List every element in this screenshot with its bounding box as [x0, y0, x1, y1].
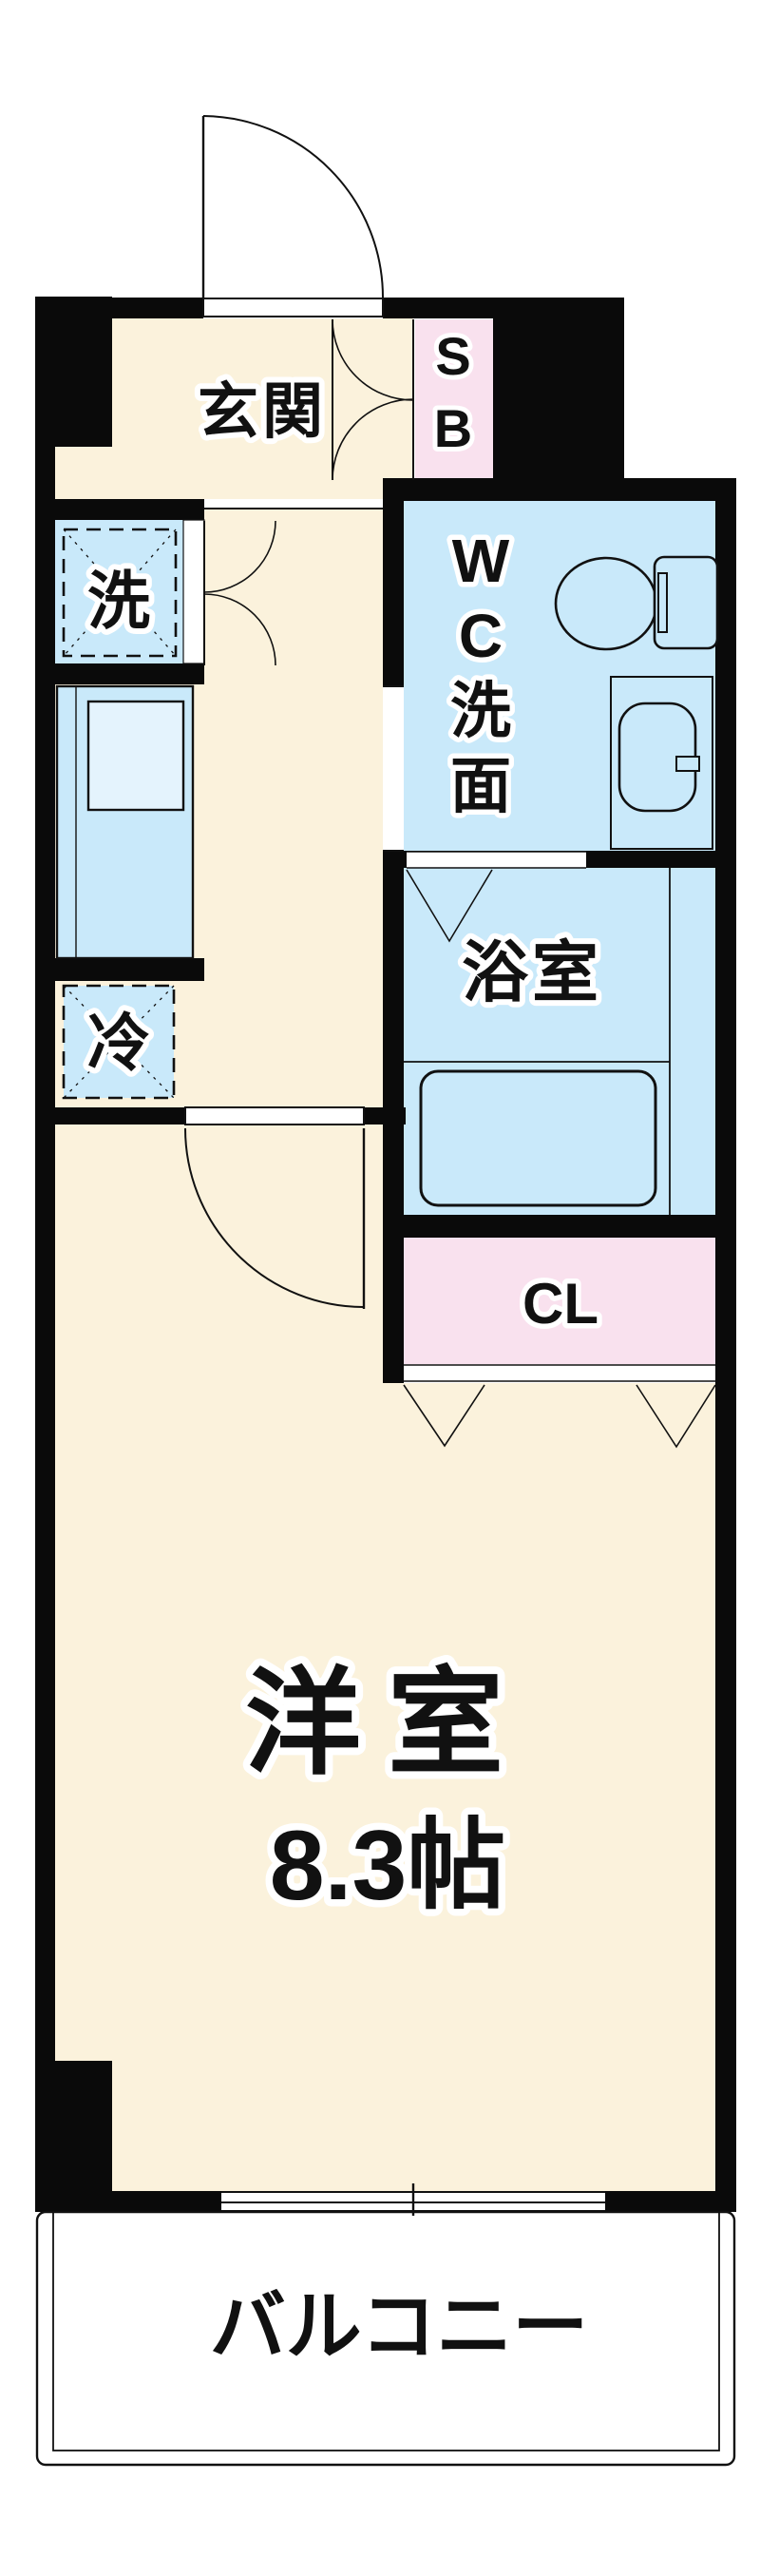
- main-room-size-label: 8.3帖: [270, 1811, 506, 1921]
- wall-bottom-left-block: [35, 2061, 112, 2212]
- closet-floor: [404, 1238, 715, 1364]
- entrance-floor: [112, 318, 413, 499]
- wall-left: [35, 447, 55, 2212]
- balcony-floor: [36, 2212, 736, 2467]
- washer-pan-diagonals: [63, 529, 177, 657]
- doors: [184, 115, 716, 1449]
- shoe-box-door-arcs: [332, 318, 414, 481]
- wall-wc-top: [383, 478, 736, 501]
- closet-door-mark-right: [636, 1384, 716, 1449]
- wall-bottom-right-seg: [605, 2191, 736, 2212]
- bathroom-inner-lines: [404, 868, 671, 1215]
- bath-door-opening-edges: [407, 851, 586, 869]
- wall-bath-bottom: [383, 1215, 736, 1238]
- hall-floor: [204, 509, 383, 1107]
- entrance-threshold: [202, 298, 384, 317]
- main-room-label: 洋室: [245, 1659, 530, 1788]
- bathroom-label: 浴室: [462, 935, 602, 1009]
- entrance-label: 玄関: [198, 377, 327, 446]
- hall-double-door-arcs: [203, 520, 276, 666]
- fixtures: [35, 528, 736, 2467]
- refrigerator-diagonals: [63, 985, 175, 1099]
- wall-niche-bottom: [55, 663, 204, 684]
- entrance-door-swing-arc: [202, 115, 384, 298]
- washer-pan-dashed-box: [62, 528, 178, 658]
- closet-track-lines: [404, 1364, 715, 1382]
- hall-door-jamb: [182, 519, 205, 664]
- refrigerator-label: 冷: [87, 1008, 150, 1078]
- main-room-floor-left: [55, 1125, 383, 2191]
- entrance-floor-ext: [55, 447, 112, 501]
- bath-door-opening: [407, 852, 586, 868]
- wc-door-opening: [383, 686, 404, 851]
- shoe-box-floor: [415, 319, 493, 480]
- balcony-fence-inner: [52, 2211, 720, 2451]
- wall-hall-right: [383, 501, 404, 1383]
- wc-door-opening-edges: [383, 685, 404, 852]
- wall-entrance-bottom: [35, 499, 204, 520]
- main-room-floor-right: [383, 1383, 715, 2191]
- wall-room-top-left: [35, 1107, 185, 1125]
- bathtub: [419, 1069, 657, 1207]
- closet-label: CL: [522, 1272, 598, 1336]
- toilet-flush-handle: [657, 572, 668, 633]
- walls: [35, 297, 736, 2212]
- room-door-opening: [184, 1106, 365, 1125]
- kitchen-sink: [86, 700, 185, 812]
- room-door-swing-arc: [184, 1127, 365, 1308]
- balcony-label: バルコニー: [210, 2284, 588, 2369]
- bath-folding-door-mark: [406, 869, 493, 943]
- wall-top-left-block: [35, 297, 112, 447]
- vanity-faucet: [675, 756, 700, 772]
- washer-label: 洗: [87, 566, 150, 636]
- wall-bottom-left-seg: [112, 2191, 221, 2212]
- wall-right: [715, 478, 736, 2212]
- toilet-bowl: [554, 556, 658, 651]
- openings: [182, 298, 715, 2216]
- wall-kitchen-bottom: [55, 958, 204, 981]
- closet-door-mark-left: [403, 1384, 485, 1448]
- wall-room-top-right: [364, 1107, 406, 1125]
- wall-right-chunk: [493, 298, 624, 480]
- toilet-tank: [653, 555, 719, 650]
- closet-track: [404, 1364, 715, 1383]
